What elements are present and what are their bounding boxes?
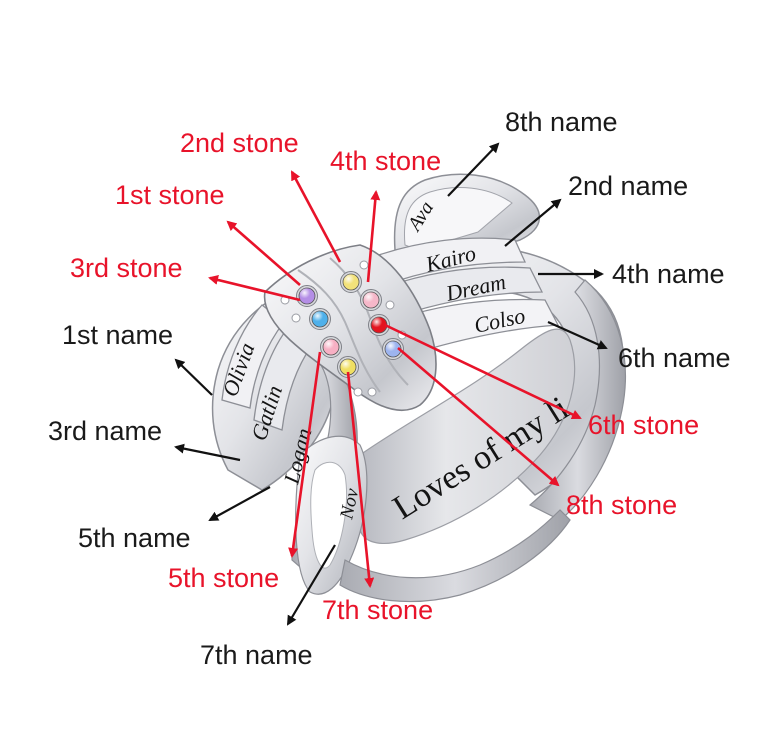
arrow-name-7 <box>286 544 336 626</box>
accent-diamond <box>385 300 395 310</box>
name-arrows <box>174 142 608 626</box>
arrow-name-6 <box>547 320 608 350</box>
stone-labels: 2nd stone 4th stone 1st stone 3rd stone … <box>70 128 699 625</box>
name-labels: 8th name 2nd name 4th name 6th name 1st … <box>48 107 731 670</box>
stone-shine <box>385 341 401 357</box>
label-name-1: 1st name <box>62 320 173 350</box>
accent-diamond <box>367 387 377 397</box>
stone-shine <box>340 359 356 375</box>
label-stone-8: 8th stone <box>566 490 677 520</box>
label-stone-1: 1st stone <box>115 180 225 210</box>
label-stone-3: 3rd stone <box>70 253 183 283</box>
ring-band-dream <box>384 266 544 317</box>
arrow-name-3 <box>174 443 241 462</box>
label-stone-6: 6th stone <box>588 410 699 440</box>
label-stone-5: 5th stone <box>168 563 279 593</box>
label-stone-2: 2nd stone <box>180 128 299 158</box>
arrow-stone-2 <box>290 170 342 263</box>
label-name-6: 6th name <box>618 343 731 373</box>
label-name-2: 2nd name <box>568 171 688 201</box>
arrow-stone-6 <box>384 323 582 420</box>
label-name-7: 7th name <box>200 640 313 670</box>
stone-shine <box>299 288 315 304</box>
arrow-name-5 <box>208 486 271 521</box>
label-name-8: 8th name <box>505 107 618 137</box>
label-stone-4: 4th stone <box>330 146 441 176</box>
accent-diamond <box>359 260 369 270</box>
arrow-stone-4 <box>366 190 381 283</box>
label-name-5: 5th name <box>78 523 191 553</box>
arrow-stone-1 <box>226 220 301 286</box>
ring-bottom-base <box>339 509 571 603</box>
stone-shine <box>312 311 328 327</box>
arrow-stone-8 <box>397 347 560 487</box>
arrow-name-2 <box>504 198 562 247</box>
ring-back-loop-groove <box>403 187 513 251</box>
stone-arrows <box>208 170 582 588</box>
ring-inner-surface <box>359 328 576 545</box>
ring-right-shank <box>528 279 626 521</box>
ring-body <box>211 173 626 603</box>
stone-shine <box>343 274 359 290</box>
ring-band-colso <box>399 298 560 353</box>
stone-shine <box>323 339 339 355</box>
ring-band-gatlin <box>253 324 313 431</box>
ring-band-kairo <box>369 237 527 286</box>
ring-band-olivia <box>221 304 285 409</box>
stone-setting-ridge <box>297 269 381 393</box>
arrow-stone-3 <box>208 275 301 302</box>
accent-diamond <box>291 313 301 323</box>
arrow-name-1 <box>174 358 213 396</box>
arrow-name-8 <box>447 142 500 197</box>
arrow-stone-5 <box>288 351 322 558</box>
label-stone-7: 7th stone <box>322 595 433 625</box>
stone-shine <box>371 317 387 333</box>
label-name-4: 4th name <box>612 259 725 289</box>
stone-shine <box>363 292 379 308</box>
arrow-stone-7 <box>346 371 375 588</box>
label-name-3: 3rd name <box>48 416 162 446</box>
ring-lower-hole <box>310 461 348 569</box>
accent-diamond <box>353 387 363 397</box>
